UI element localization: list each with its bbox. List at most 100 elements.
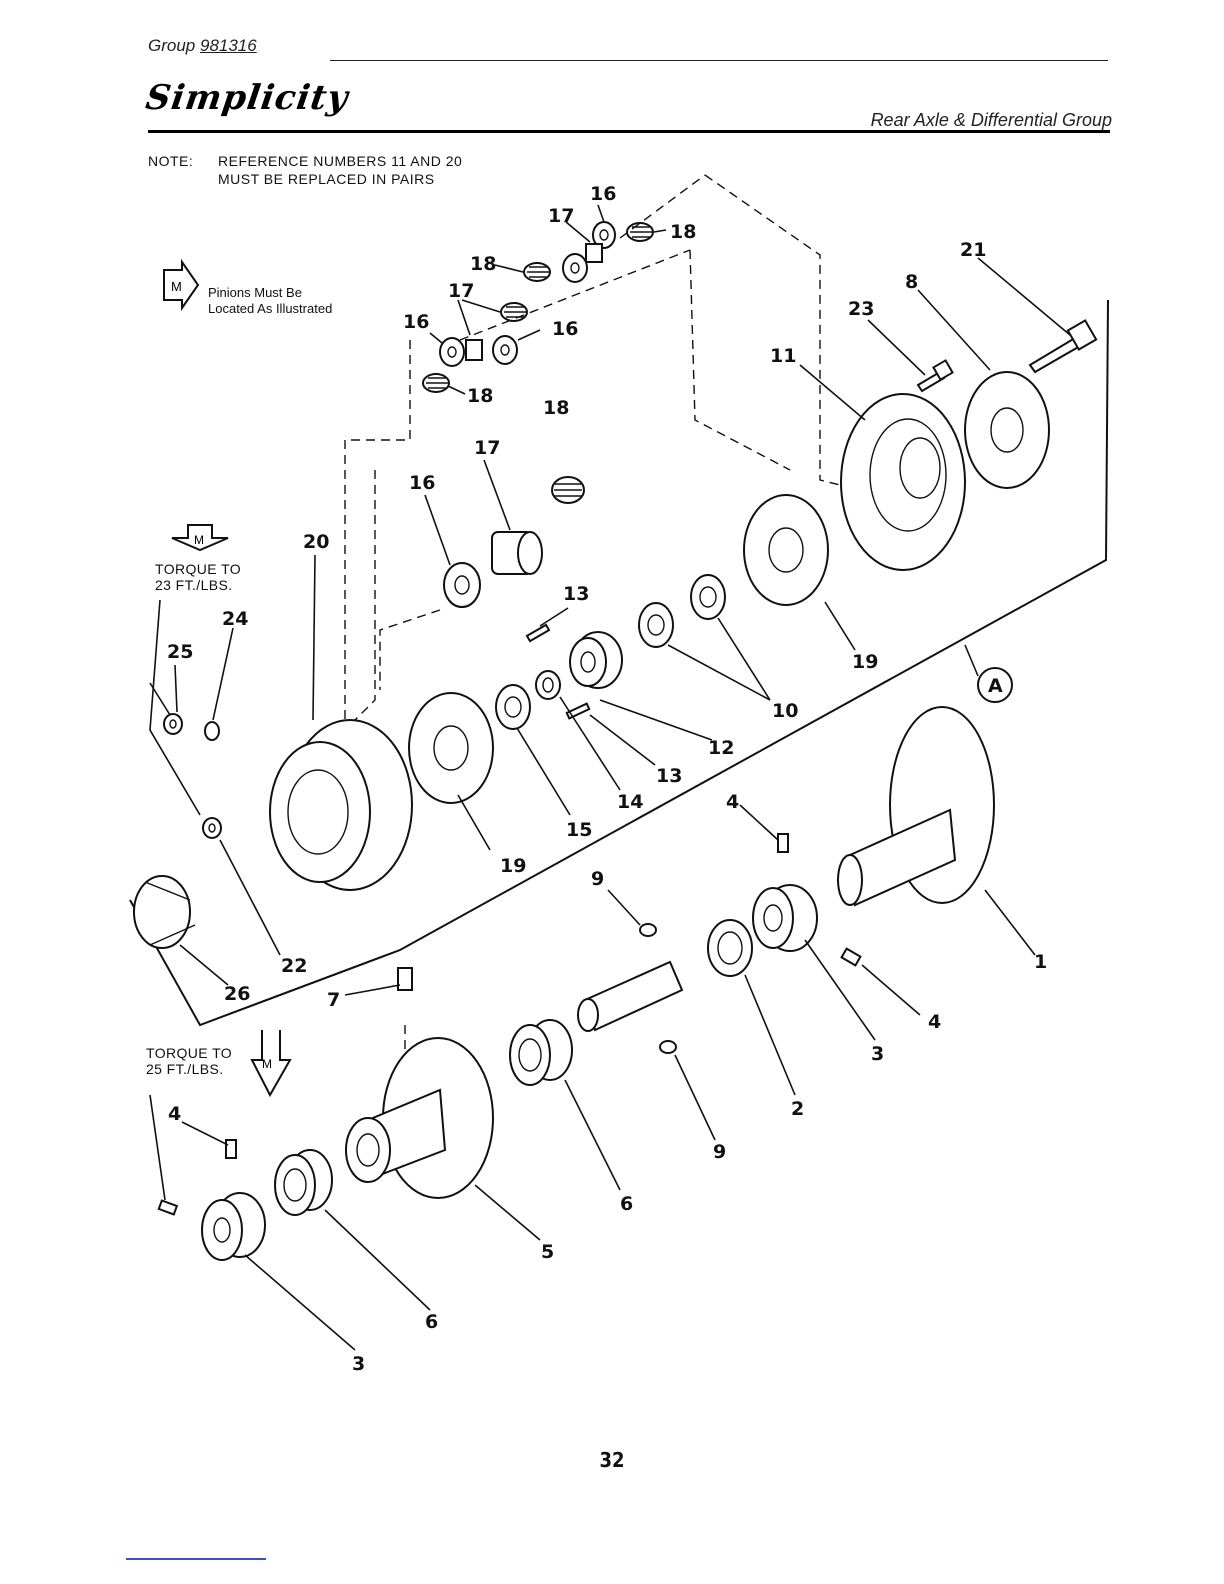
spring-18	[626, 222, 654, 242]
bolt-21	[1028, 319, 1098, 374]
spring-18	[523, 262, 551, 282]
ref-number: 1	[1034, 951, 1047, 973]
pin-13	[565, 702, 591, 720]
ref-number: 13	[656, 765, 682, 787]
group-number: 981316	[199, 36, 257, 55]
ref-number: 12	[708, 737, 734, 759]
washer-15	[495, 684, 531, 730]
footer-link[interactable]	[126, 1558, 266, 1560]
ref-number: 14	[617, 791, 643, 813]
torque-b-symbol: M	[262, 1057, 272, 1071]
guide-line	[689, 249, 791, 471]
ref-number: 9	[591, 868, 604, 890]
set-screw-4	[777, 833, 789, 853]
guide-line	[345, 340, 411, 441]
thrust-plate-19	[408, 692, 494, 804]
ref-number: 19	[852, 651, 878, 673]
ref-number: 4	[928, 1011, 941, 1033]
thrust-plate-19	[743, 494, 829, 606]
guide-line	[704, 174, 861, 491]
ref-number: 10	[772, 700, 798, 722]
torque-note-23-line-1: TORQUE TO	[155, 561, 242, 577]
ref-number: 26	[224, 983, 250, 1005]
spring-18	[551, 476, 585, 504]
set-screw-4	[225, 1139, 237, 1159]
ref-number: 16	[552, 318, 578, 340]
reference-numbers: 16 17 18 18 17 16 16 18 18 17 16 21 8 23…	[167, 183, 1047, 1375]
ref-number: 22	[281, 955, 307, 977]
ref-number: 9	[713, 1141, 726, 1163]
ref-number: 8	[905, 271, 918, 293]
axle-1	[837, 706, 995, 907]
ref-number: 4	[168, 1103, 181, 1125]
replacement-note: NOTE:REFERENCE NUMBERS 11 AND 20 MUST BE…	[148, 152, 462, 188]
assembly-outline	[129, 299, 1109, 1027]
pinion-gear-16	[592, 221, 616, 249]
group-label-text: Group	[148, 36, 196, 55]
ref-number: 16	[590, 183, 616, 205]
guide-line	[459, 249, 691, 341]
washer-10	[638, 602, 674, 648]
ref-number: 15	[566, 819, 592, 841]
ref-number: 5	[541, 1241, 554, 1263]
ref-number: 18	[467, 385, 493, 407]
torque-note-23-line-2: 23 FT./LBS.	[155, 577, 233, 593]
hub-5	[345, 1037, 494, 1199]
maintenance-arrow-icon: M	[163, 258, 200, 312]
spring-18	[422, 373, 450, 393]
guide-line	[354, 470, 376, 721]
ref-number: 24	[222, 608, 248, 630]
collar-3	[752, 884, 818, 952]
ref-number: 3	[871, 1043, 884, 1065]
pinion-gear-16	[443, 562, 481, 608]
collar-3	[201, 1192, 266, 1261]
spring-18	[500, 302, 528, 322]
bearing-6	[274, 1149, 333, 1216]
axle-shaft	[577, 960, 684, 1032]
ref-number: 16	[409, 472, 435, 494]
spacer-17	[491, 531, 543, 575]
ref-number: 17	[474, 437, 500, 459]
leader-lines	[149, 204, 1071, 1351]
cap-26	[133, 875, 196, 949]
ref-number: 17	[548, 205, 574, 227]
washer-10	[690, 574, 726, 620]
assembly-ref-circle	[977, 667, 1013, 703]
differential-case-20	[269, 719, 413, 891]
torque-arrow-icon: M	[171, 524, 229, 552]
bearing-6	[509, 1019, 573, 1086]
guide-line	[379, 609, 441, 690]
ref-number: 19	[500, 855, 526, 877]
note-label: NOTE:	[148, 153, 194, 169]
pinion-gear-16	[562, 253, 588, 283]
header-rule-top	[330, 60, 1108, 61]
ref-number: 18	[670, 221, 696, 243]
spacer-17	[585, 243, 603, 263]
pinion-gear-16	[492, 335, 518, 365]
ref-number: 6	[620, 1193, 633, 1215]
set-screw-4	[840, 947, 862, 967]
pinion-note-symbol: M	[171, 279, 182, 294]
ref-number: 21	[960, 239, 986, 261]
pinion-gear-16	[439, 337, 465, 367]
pinion-note: Pinions Must Be Located As Illustrated	[208, 285, 332, 317]
fitting-7	[397, 967, 413, 991]
key-9	[639, 923, 657, 937]
torque-note-25-line-2: 25 FT./LBS.	[146, 1061, 224, 1077]
guide-line	[619, 174, 706, 239]
ref-number: 18	[543, 397, 569, 419]
ref-number: 16	[403, 311, 429, 333]
group-label: Group 981316	[148, 36, 257, 56]
side-gear-12	[569, 631, 623, 689]
pinion-note-line-1: Pinions Must Be	[208, 285, 302, 300]
washer-14	[535, 670, 561, 700]
set-screw-4	[157, 1199, 179, 1216]
torque-arrow-icon: M	[250, 1030, 292, 1098]
spacer-17	[465, 339, 483, 361]
ref-number: 23	[848, 298, 874, 320]
leader-line	[964, 644, 979, 677]
ref-number: 4	[726, 791, 739, 813]
ref-number: 11	[770, 345, 796, 367]
ref-number: 17	[448, 280, 474, 302]
